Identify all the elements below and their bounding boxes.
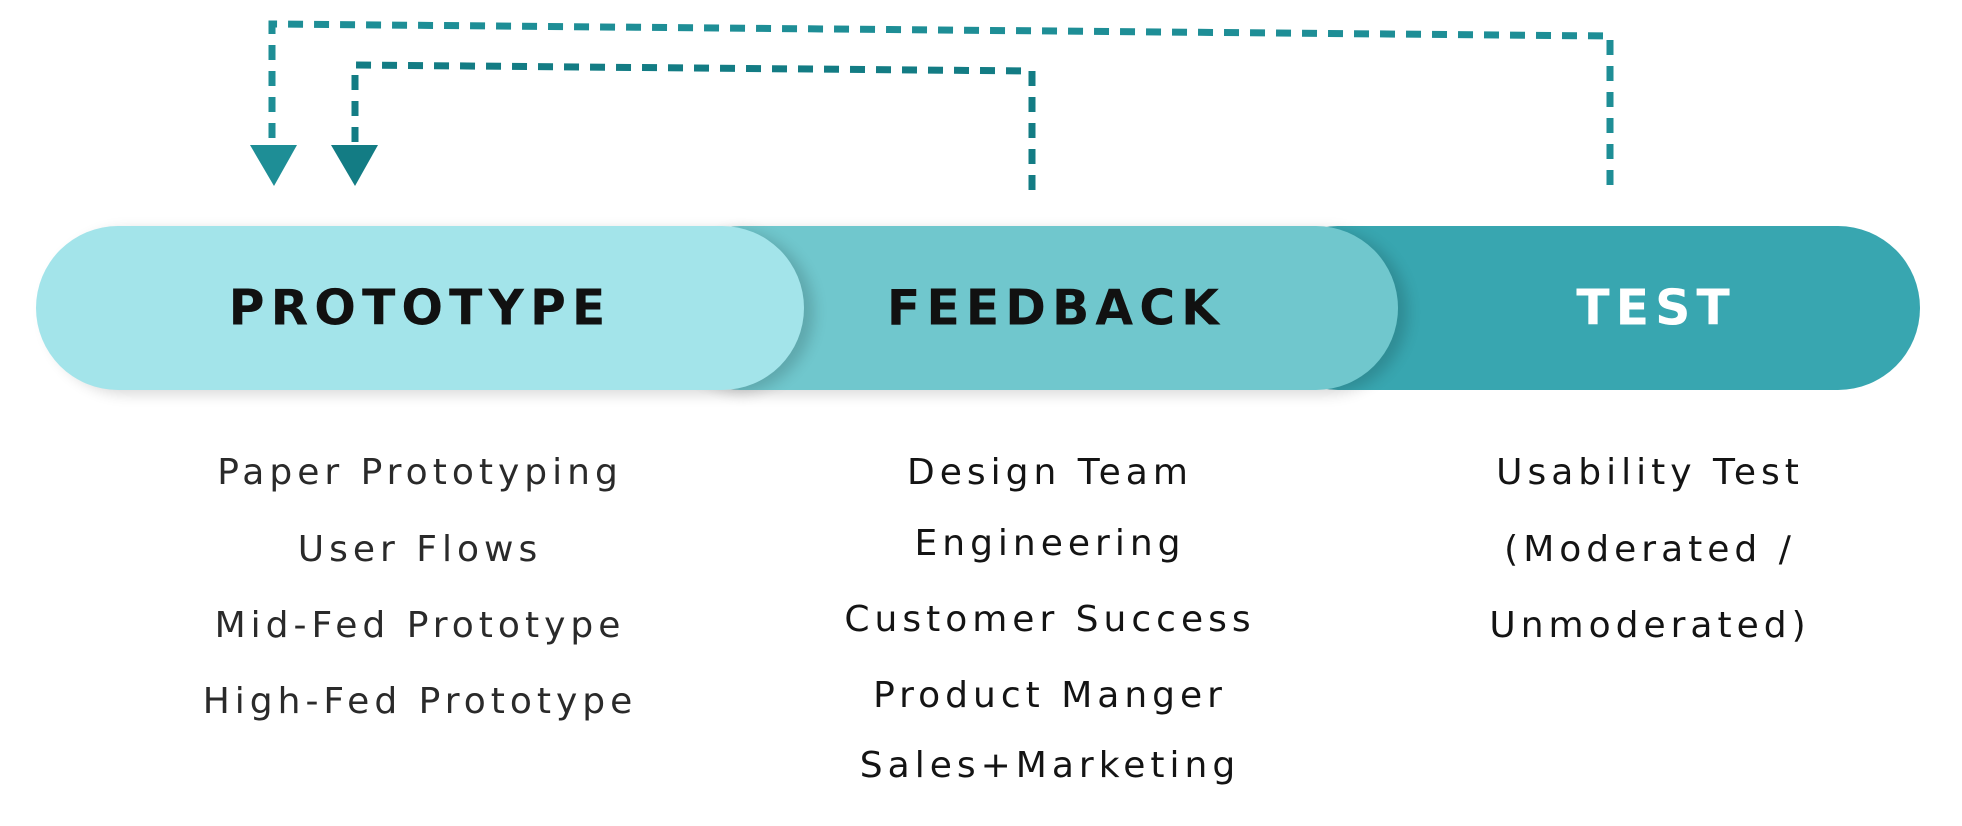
stage-test-label: TEST [1576,279,1736,337]
test-to-prototype-arrowhead [250,145,297,186]
list-item: User Flows [297,529,543,570]
test-to-prototype-loop-line [268,20,1614,185]
feedback-to-prototype-loop-line [351,61,1036,190]
feedback-to-prototype-arrowhead [331,145,378,186]
list-item: Mid-Fed Prototype [214,605,626,646]
list-item: Sales+Marketing [859,745,1241,786]
list-item: Product Manger [873,675,1227,716]
list-item: Usability Test [1496,452,1804,493]
list-item: Unmoderated) [1489,605,1811,646]
stage-prototype: PROTOTYPE [36,226,804,390]
stage-feedback-label: FEEDBACK [886,279,1226,337]
list-item: Customer Success [844,599,1256,640]
list-item: High-Fed Prototype [202,681,638,722]
list-item: Design Team [907,452,1193,493]
list-item: (Moderated / [1504,529,1796,570]
stage-prototype-label: PROTOTYPE [228,279,612,337]
list-item: Paper Prototyping [217,452,623,493]
list-item: Engineering [914,523,1186,564]
